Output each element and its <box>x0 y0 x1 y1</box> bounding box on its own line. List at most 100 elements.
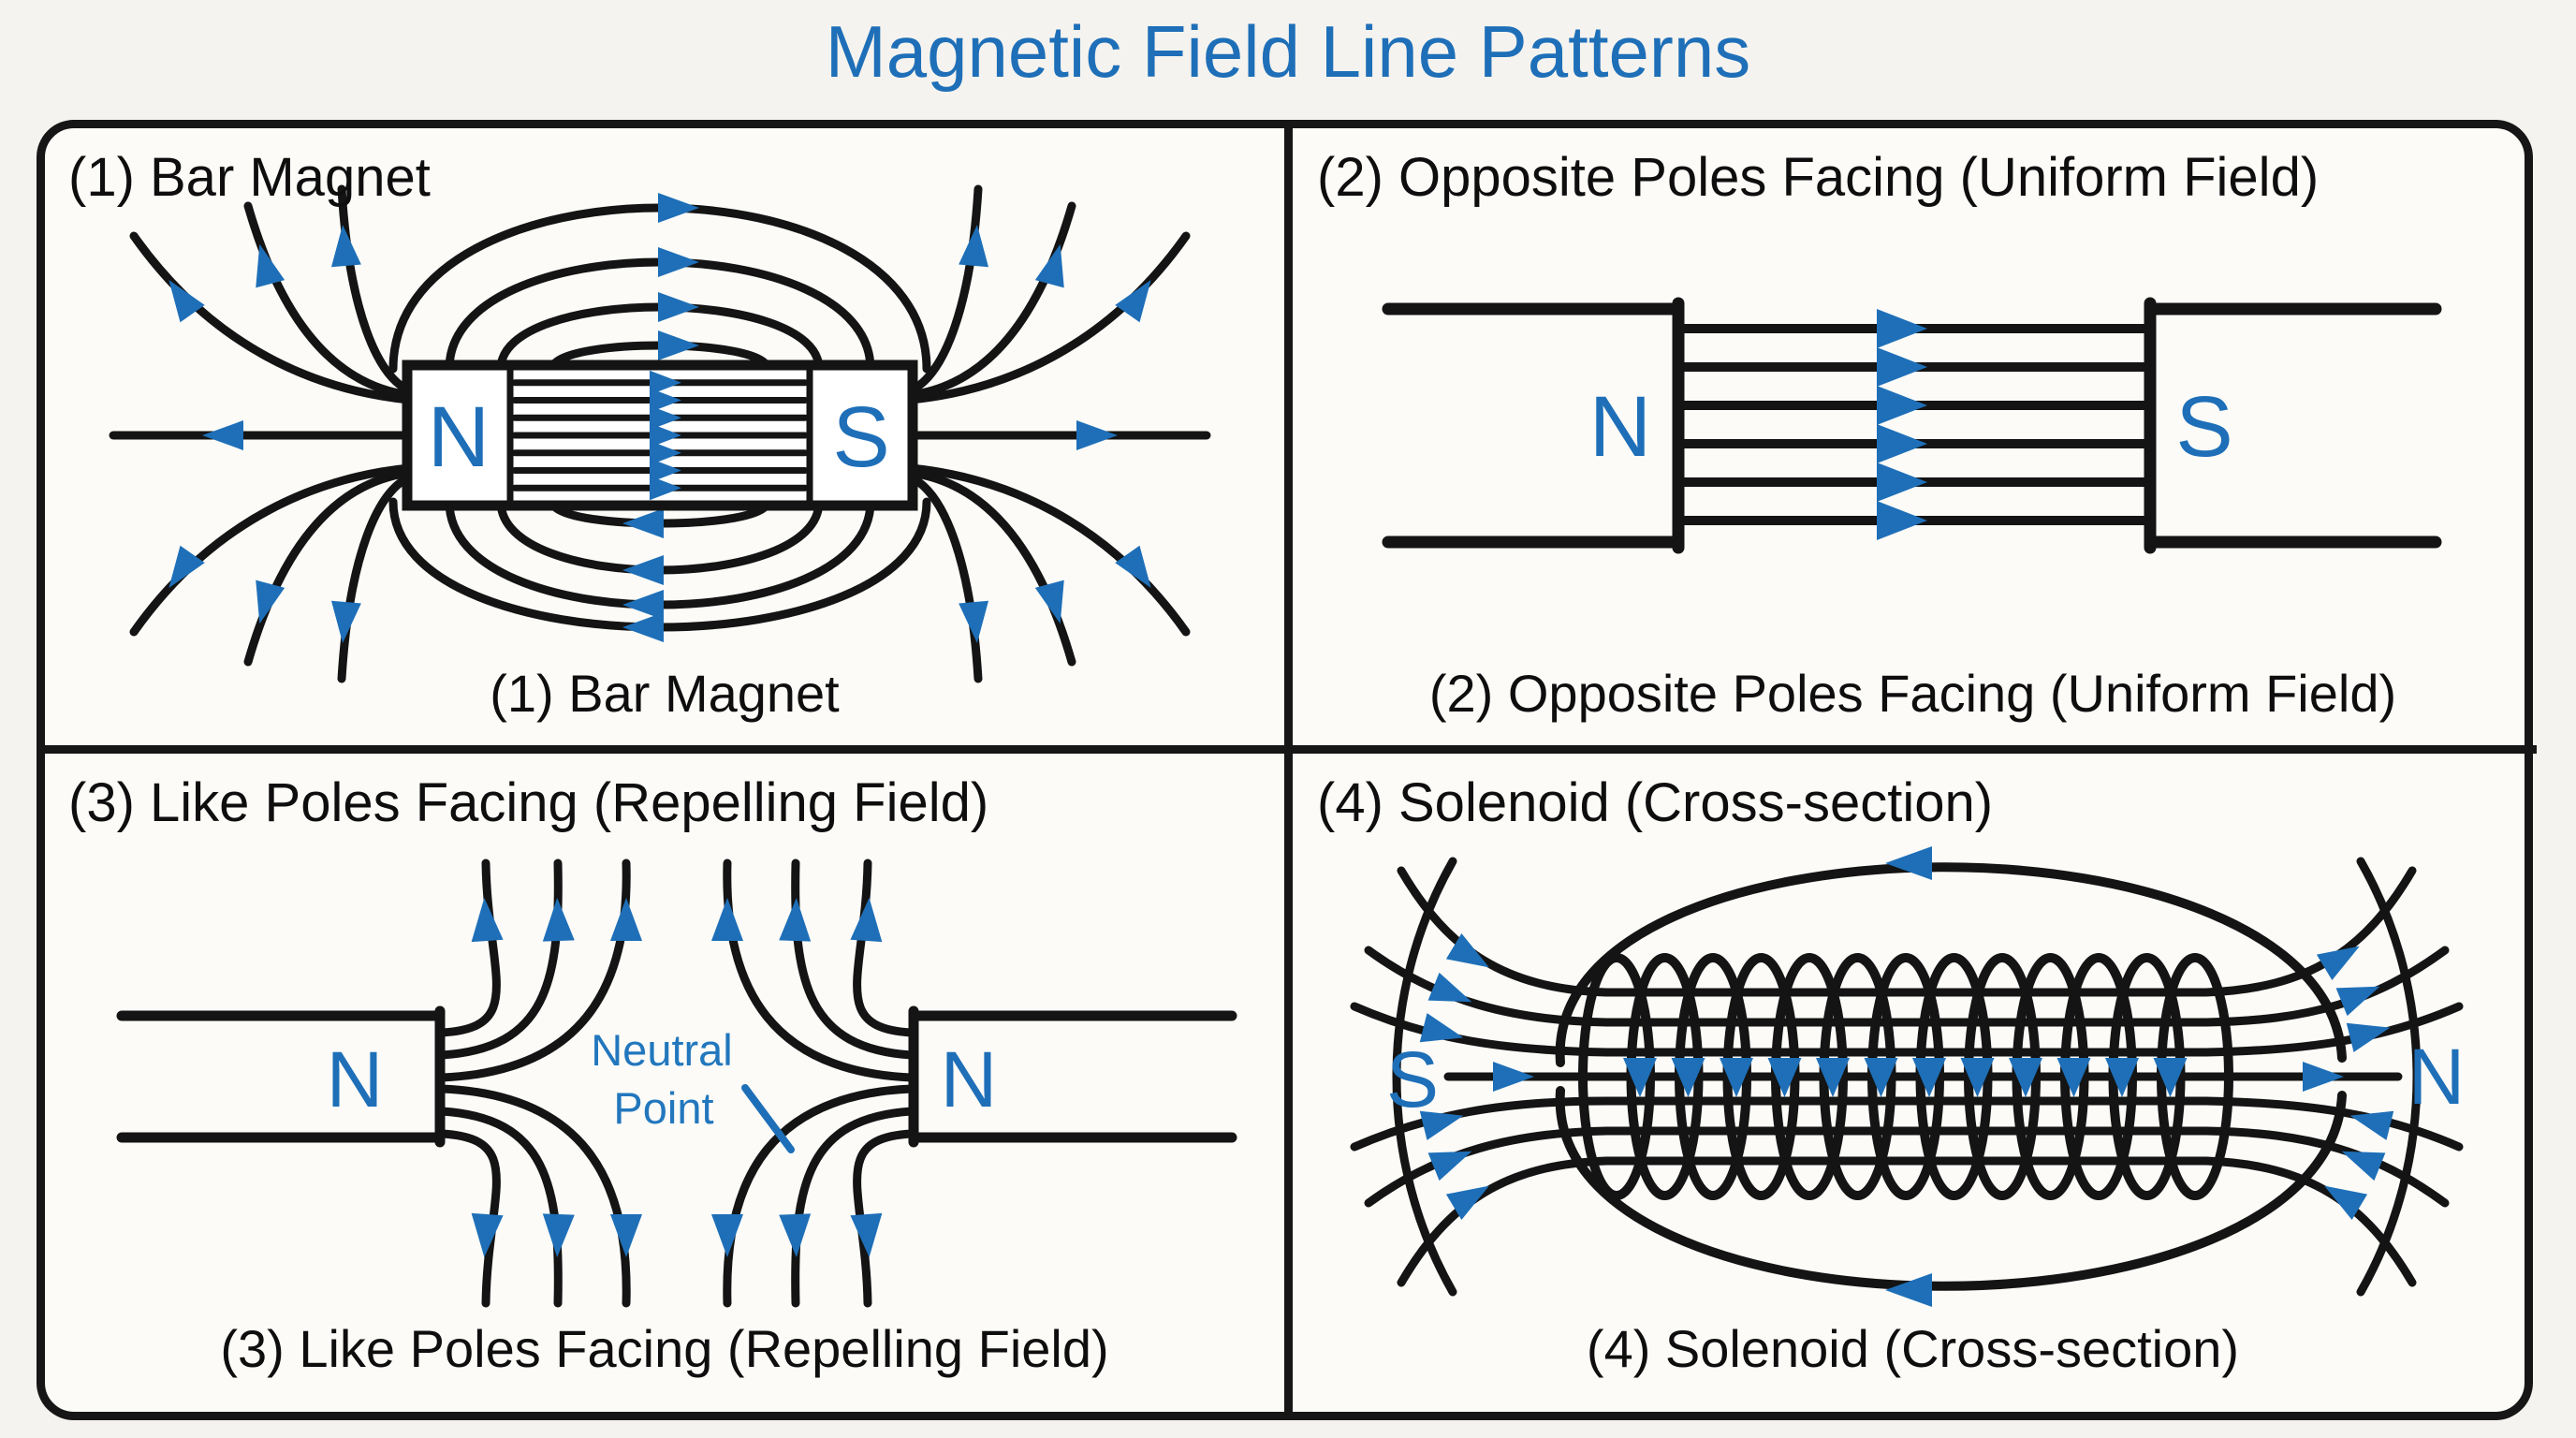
flow-arrow-icon <box>711 1214 743 1257</box>
axis-arrow-icon <box>1720 1058 1753 1097</box>
coil-turn <box>1915 953 1993 1200</box>
axis-arrow-icon <box>1671 1058 1705 1097</box>
flow-arrow-icon <box>1877 386 1927 425</box>
bar-magnet-south-label: S <box>832 389 889 485</box>
flow-arrow-icon <box>650 476 681 501</box>
flow-arrow-icon <box>2341 1151 2386 1181</box>
like-poles-right-north-label: N <box>941 1035 998 1123</box>
bar-magnet-diagram: N S <box>109 184 1211 683</box>
flow-arrow-icon <box>471 1212 504 1257</box>
axis-arrow-icon <box>1623 1058 1657 1097</box>
flow-arrow-icon <box>650 440 681 465</box>
opposite-poles-diagram: N S <box>1382 297 2442 554</box>
flow-arrow-icon <box>650 458 681 483</box>
flow-arrow-icon <box>610 1214 642 1257</box>
field-line <box>791 858 916 1060</box>
neutral-point-label-line1: Neutral <box>591 1025 733 1075</box>
flow-arrow-icon <box>658 330 699 360</box>
flow-arrow-icon <box>779 1213 812 1257</box>
axis-arrow-icon <box>2105 1058 2139 1097</box>
flow-arrow-icon <box>542 1213 575 1257</box>
flow-arrow-icon <box>256 243 285 288</box>
flow-arrow-icon <box>1493 1062 1534 1092</box>
flow-arrow-icon <box>1877 347 1927 387</box>
like-poles-left-north-label: N <box>327 1035 384 1123</box>
flow-arrow-icon <box>2335 986 2380 1017</box>
field-line <box>906 184 983 395</box>
flow-arrow-icon <box>1115 545 1151 589</box>
field-line <box>129 463 414 637</box>
flow-arrow-icon <box>1034 580 1064 624</box>
flow-arrow-icon <box>658 292 699 322</box>
solenoid-diagram: S N <box>1350 846 2466 1307</box>
axis-arrow-icon <box>2153 1058 2188 1097</box>
coil-turn <box>1626 953 1704 1200</box>
neutral-point-label-line2: Point <box>613 1083 713 1133</box>
outer-field-line <box>2356 857 2422 1297</box>
figure-title: Magnetic Field Line Patterns <box>825 10 1751 93</box>
flow-arrow-icon <box>850 1212 883 1257</box>
solenoid-south-label: S <box>1386 1035 1439 1123</box>
bar-magnet-north-label: N <box>428 389 490 485</box>
field-line <box>437 858 563 1060</box>
flow-arrow-icon <box>711 898 743 941</box>
flow-arrow-icon <box>1445 1185 1489 1221</box>
field-line <box>1397 1156 2417 1287</box>
field-line <box>1397 866 2417 997</box>
flow-arrow-icon <box>168 545 205 589</box>
axis-arrow-icon <box>2056 1058 2091 1097</box>
axis-arrow-icon <box>1816 1058 1850 1097</box>
solenoid-north-label: N <box>2408 1033 2466 1121</box>
coil-turn <box>1771 953 1848 1200</box>
coil-turn <box>2157 953 2233 1200</box>
panel-divider-horizontal <box>40 745 2537 754</box>
flow-arrow-icon <box>1115 279 1151 323</box>
field-line <box>853 858 916 1037</box>
field-line <box>437 1084 631 1308</box>
flow-arrow-icon <box>1877 501 1927 540</box>
field-line <box>337 473 414 683</box>
field-line <box>129 231 414 404</box>
flow-arrow-icon <box>779 898 812 942</box>
flow-arrow-icon <box>2324 1185 2368 1221</box>
flow-arrow-icon <box>850 898 883 943</box>
flow-arrow-icon <box>1885 846 1932 880</box>
flow-arrow-icon <box>2349 1110 2394 1140</box>
flow-arrow-icon <box>1419 1013 1464 1043</box>
coil-turn <box>1964 953 2041 1200</box>
field-line <box>906 473 983 683</box>
flow-arrow-icon <box>330 600 361 643</box>
coil-turn <box>1819 953 1896 1200</box>
axis-arrow-icon <box>1912 1058 1946 1097</box>
flow-arrow-icon <box>622 590 664 620</box>
coil-turn <box>2060 953 2137 1200</box>
flow-arrow-icon <box>622 612 664 642</box>
coil-turn <box>1867 953 1944 1200</box>
flow-arrow-icon <box>650 405 681 431</box>
field-line <box>437 1107 563 1308</box>
field-line <box>437 858 501 1037</box>
flow-arrow-icon <box>1419 1110 1464 1140</box>
flow-arrow-icon <box>959 225 989 268</box>
flow-arrow-icon <box>1445 932 1489 968</box>
flow-arrow-icon <box>2316 946 2360 981</box>
flow-arrow-icon <box>1877 424 1927 463</box>
coil-turn <box>2108 953 2186 1200</box>
flow-arrow-icon <box>1427 972 1472 1003</box>
flow-arrow-icon <box>622 555 664 585</box>
field-line <box>437 1129 501 1308</box>
axis-arrow-icon <box>1960 1058 1995 1097</box>
flow-arrow-icon <box>256 580 285 624</box>
flow-arrow-icon <box>959 600 989 643</box>
flow-arrow-icon <box>2346 1022 2391 1052</box>
field-line <box>906 231 1191 404</box>
flow-arrow-icon <box>330 225 361 268</box>
opposite-poles-north-label: N <box>1589 379 1651 475</box>
neutral-point-pointer-line <box>741 1084 795 1153</box>
flow-arrow-icon <box>622 508 664 538</box>
flow-arrow-icon <box>610 898 642 941</box>
field-line <box>723 858 916 1082</box>
outer-field-line <box>1392 857 1457 1297</box>
flow-arrow-icon <box>658 193 699 223</box>
flow-arrow-icon <box>650 423 681 448</box>
